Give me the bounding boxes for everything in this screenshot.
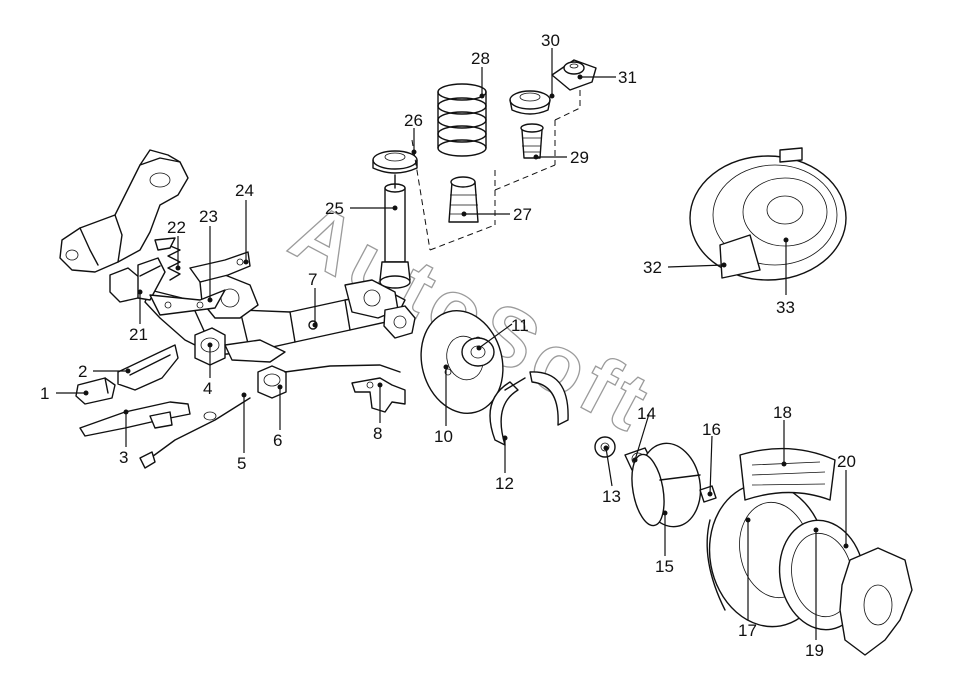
- part-2: [117, 344, 179, 391]
- spring-seat-30: [509, 90, 551, 115]
- callout-8: 8: [373, 424, 382, 443]
- callout-32: 32: [643, 258, 662, 277]
- hub-cap-20: [839, 547, 913, 656]
- callout-11: 11: [511, 316, 529, 335]
- bump-stop-27: [448, 176, 479, 223]
- callout-18: 18: [773, 403, 792, 422]
- cable-5: [139, 364, 401, 469]
- callout-24: 24: [235, 181, 254, 200]
- coil-spring-28: [437, 83, 487, 157]
- shock-25: [379, 174, 411, 289]
- axle-beam: [144, 274, 416, 356]
- callout-25: 25: [325, 199, 344, 218]
- part-3: [79, 401, 191, 437]
- part-1: [75, 377, 116, 405]
- spare-wheel: [689, 147, 847, 281]
- bracket-24: [189, 251, 251, 283]
- part-8: [351, 377, 406, 413]
- spring-22: [154, 237, 181, 281]
- subframe: [59, 149, 189, 273]
- hub-bearing-11: [461, 337, 495, 367]
- tyre-segment-18: [739, 447, 836, 501]
- callout-labels: 1 2 3 4 5 6 7 8 10 11 12 13 14 15 16 17 …: [40, 31, 856, 660]
- callout-26: 26: [404, 111, 423, 130]
- alignment-lines: [411, 90, 581, 251]
- callout-1: 1: [40, 384, 49, 403]
- callout-7: 7: [308, 270, 317, 289]
- callout-30: 30: [541, 31, 560, 50]
- lever-23: [149, 289, 226, 316]
- callout-14: 14: [637, 404, 656, 423]
- mount-26: [372, 150, 418, 174]
- callout-3: 3: [119, 448, 128, 467]
- hub-15: [631, 442, 702, 528]
- callout-29: 29: [570, 148, 589, 167]
- callout-19: 19: [805, 641, 824, 660]
- callout-6: 6: [273, 431, 282, 450]
- callout-20: 20: [837, 452, 856, 471]
- callout-12: 12: [495, 474, 514, 493]
- callout-4: 4: [203, 379, 212, 398]
- callout-16: 16: [702, 420, 721, 439]
- callout-31: 31: [618, 68, 637, 87]
- top-mount-31: [551, 59, 597, 91]
- bump-stop-29: [520, 123, 544, 159]
- callout-17: 17: [738, 621, 757, 640]
- callout-2: 2: [78, 362, 87, 381]
- callout-28: 28: [471, 49, 490, 68]
- callout-21: 21: [129, 325, 148, 344]
- leader-lines: [56, 48, 847, 640]
- callout-5: 5: [237, 454, 246, 473]
- leader-dots: [83, 74, 849, 549]
- callout-23: 23: [199, 207, 218, 226]
- callout-22: 22: [167, 218, 186, 237]
- callout-13: 13: [602, 487, 621, 506]
- callout-33: 33: [776, 298, 795, 317]
- bushing-6: [257, 365, 287, 399]
- callout-15: 15: [655, 557, 674, 576]
- callout-10: 10: [434, 427, 453, 446]
- callout-27: 27: [513, 205, 532, 224]
